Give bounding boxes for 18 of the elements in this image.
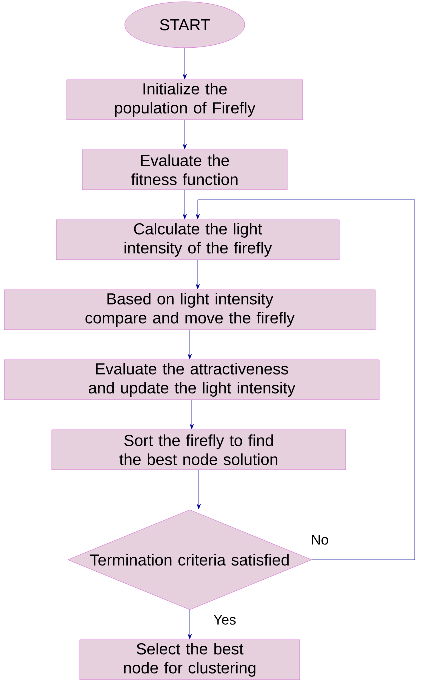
process-box: Sort the firefly to find the best node solution [52,430,346,470]
arrow [190,400,194,430]
arrow [188,330,192,360]
arrow [188,610,192,640]
process-box: Evaluate the fitness function [82,150,288,190]
process-box: Calculate the light intensity of the firefly [56,220,340,260]
arrow [197,470,201,510]
arrow [196,200,416,560]
arrow [196,260,200,290]
arrow [183,120,187,150]
process-box: Evaluate the attractiveness and update the light intensity [4,360,380,400]
arrow [183,190,187,220]
process-box: Based on light intensity compare and move the firefly [4,290,376,330]
process-box: Initialize the population of Firefly [66,80,304,120]
process-box: Select the best node for clustering [80,640,300,680]
arrow [183,48,187,80]
edge-label: No [310,534,330,546]
edge-label: Yes [212,614,238,626]
